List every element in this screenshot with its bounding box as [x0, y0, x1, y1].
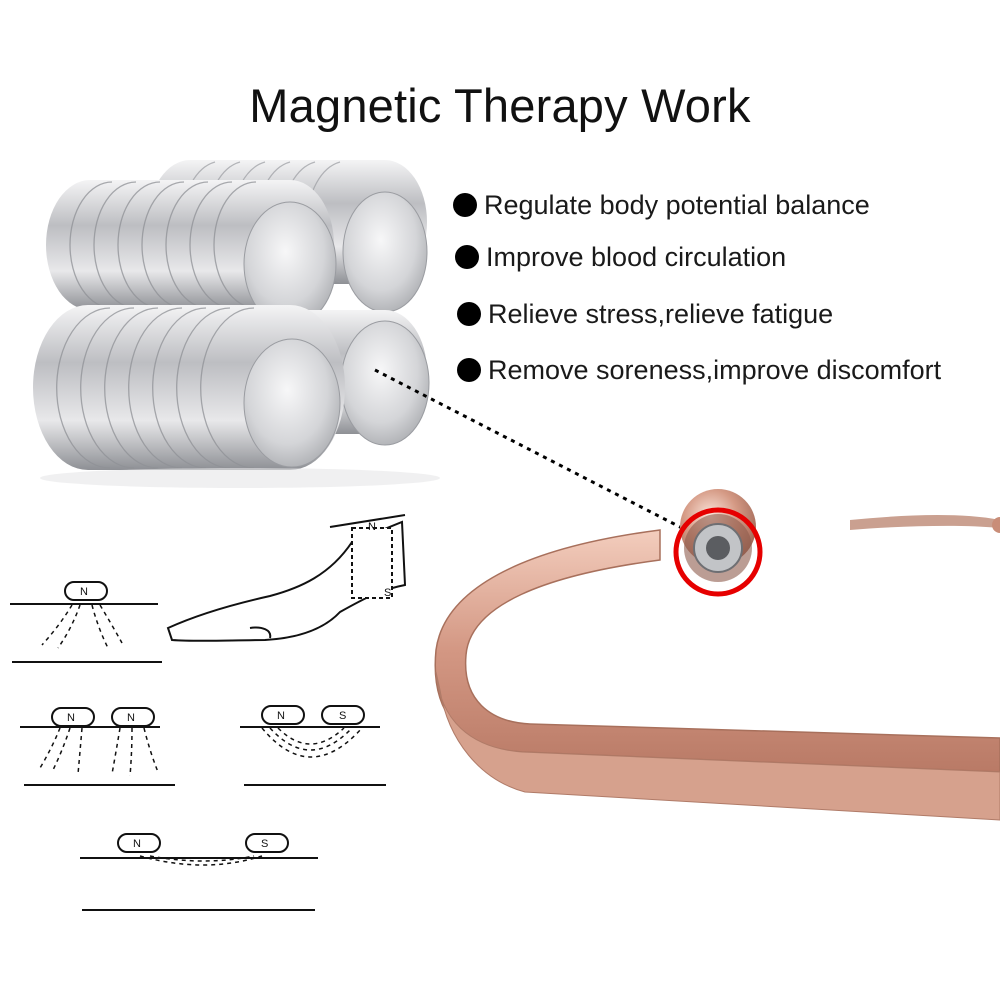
pole-label-north: N: [277, 710, 285, 722]
bullet-icon: [457, 358, 481, 382]
bullet-icon: [457, 302, 481, 326]
bullet-icon: [455, 245, 479, 269]
pole-label-north: N: [133, 838, 141, 850]
leader-line: [374, 368, 716, 547]
page-title: Magnetic Therapy Work: [249, 79, 751, 132]
bullet-icon: [453, 193, 477, 217]
pole-label-north: N: [80, 586, 88, 598]
benefit-item: Regulate body potential balance: [453, 190, 870, 221]
pole-label-south: S: [261, 838, 268, 850]
pole-label-south: S: [339, 710, 346, 722]
benefit-item: Improve blood circulation: [455, 242, 786, 273]
pole-label-south: S: [384, 587, 391, 599]
benefit-text: Regulate body potential balance: [484, 190, 870, 220]
magnetic-field-diagram: [10, 514, 407, 911]
pole-label-north: N: [368, 521, 376, 533]
pole-label-north: N: [67, 712, 75, 724]
benefit-item: Relieve stress,relieve fatigue: [457, 299, 833, 330]
benefit-item: Remove soreness,improve discomfort: [457, 355, 941, 386]
bracelet: [434, 489, 1000, 821]
magnet-stack: [32, 160, 440, 488]
benefit-text: Improve blood circulation: [486, 242, 787, 272]
benefit-text: Remove soreness,improve discomfort: [488, 355, 942, 385]
highlight-circle: [673, 507, 763, 597]
benefit-text: Relieve stress,relieve fatigue: [488, 299, 834, 329]
pole-label-north: N: [127, 712, 135, 724]
